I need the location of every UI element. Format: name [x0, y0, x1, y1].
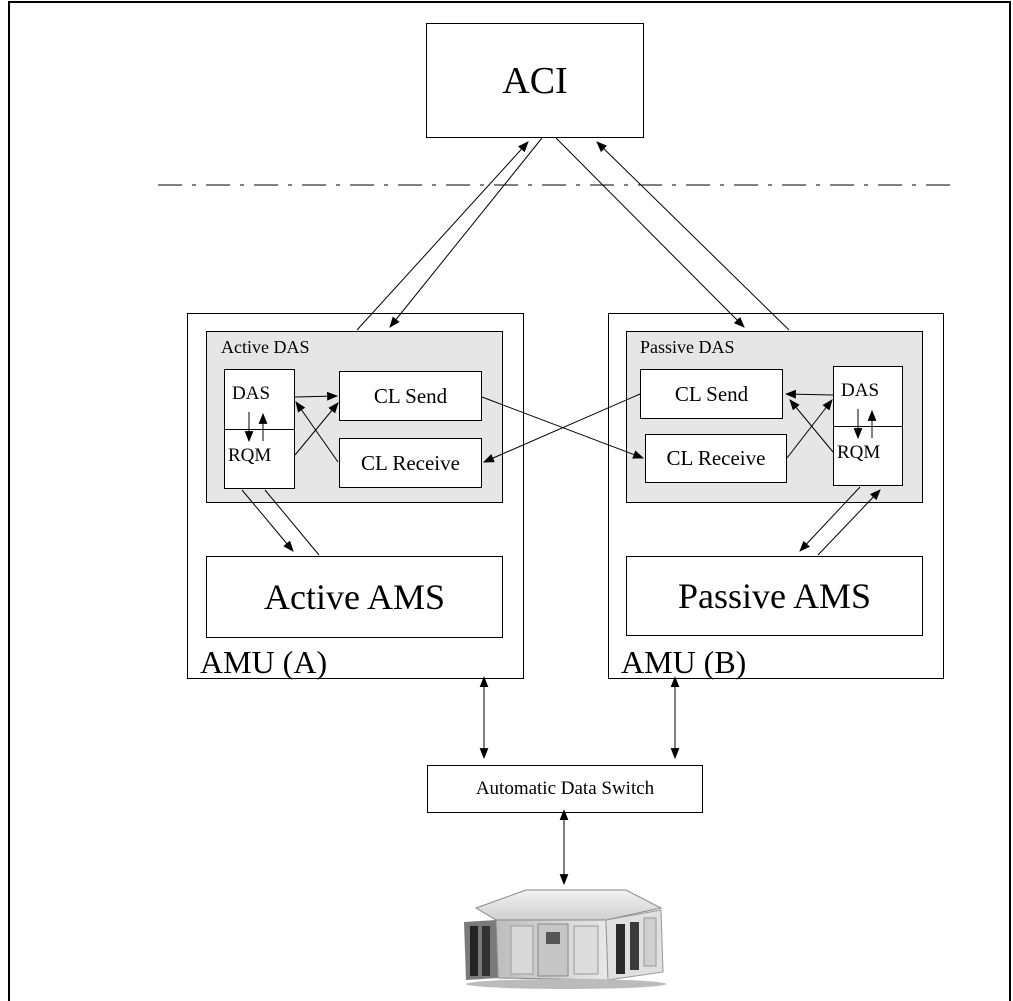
das-label-a: DAS [232, 383, 271, 404]
link-aci-to-amu-a [389, 137, 543, 328]
ams-to-rqm-b [817, 489, 881, 556]
passive-ams-box: Passive AMS [626, 556, 923, 636]
automatic-data-switch-box: Automatic Data Switch [427, 765, 703, 813]
aci-label: ACI [502, 59, 568, 102]
passive-das-panel-title: Passive DAS [640, 337, 735, 357]
rqm-label-a: RQM [228, 445, 272, 466]
rqm-to-cl-send-b [789, 399, 834, 453]
cl-send-box-a: CL Send [339, 371, 482, 421]
cl-send-label-b: CL Send [674, 381, 749, 406]
cl-receive-label-a: CL Receive [361, 450, 460, 475]
das-rqm-divider-a [224, 429, 295, 430]
active-das-panel-title: Active DAS [221, 337, 310, 357]
das-label-b: DAS [841, 380, 880, 401]
cl-send-b-to-cl-receive-a [482, 393, 641, 463]
cl-send-label-a: CL Send [373, 383, 448, 408]
cl-receive-to-das-a [295, 401, 339, 463]
das-rqm-divider-b [833, 426, 903, 427]
link-amu-a-to-aci [356, 141, 529, 331]
diagram-frame [8, 1, 1011, 1001]
amu-a-label: AMU (A) [200, 644, 328, 680]
link-aci-to-amu-b [555, 137, 745, 328]
cl-send-box-b: CL Send [640, 369, 783, 419]
tape-library-icon [464, 889, 666, 989]
automatic-data-switch-label: Automatic Data Switch [475, 778, 655, 799]
passive-ams-label: Passive AMS [677, 576, 872, 616]
cl-receive-label-b: CL Receive [666, 446, 766, 470]
rqm-to-ams-b [799, 486, 861, 552]
rqm-label-b: RQM [837, 442, 881, 463]
das-to-cl-send-b [784, 389, 834, 399]
ams-to-rqm-a [264, 489, 320, 556]
rqm-to-ams-a [241, 489, 294, 552]
cl-receive-to-das-b [786, 399, 833, 459]
cl-receive-box-a: CL Receive [339, 438, 482, 488]
active-ams-box: Active AMS [206, 556, 503, 638]
aci-box: ACI [426, 23, 644, 138]
link-amu-b-to-aci [596, 141, 790, 331]
cl-receive-box-b: CL Receive [645, 434, 787, 483]
active-ams-label: Active AMS [263, 577, 445, 617]
rqm-to-cl-send-a [294, 402, 339, 456]
das-to-cl-send-a [294, 391, 339, 401]
amu-b-label: AMU (B) [621, 644, 747, 680]
